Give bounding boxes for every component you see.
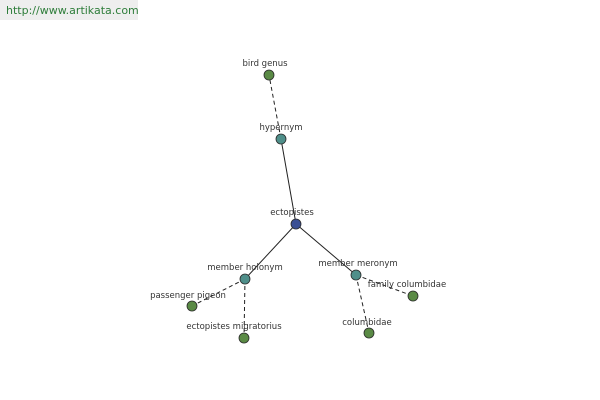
edge-member-holonym-to-passenger-pigeon bbox=[191, 278, 246, 307]
node-member-meronym[interactable] bbox=[350, 269, 362, 281]
graph-labels: ectopistes hypernym bird genus member holon… bbox=[150, 59, 446, 332]
graph-edges bbox=[191, 74, 414, 339]
edge-member-meronym-to-columbidae bbox=[355, 274, 370, 334]
node-label-passenger-pigeon[interactable]: passenger pigeon bbox=[150, 291, 226, 301]
edge-member-meronym-to-family-columbidae bbox=[355, 274, 414, 297]
node-label-bird-genus[interactable]: bird genus bbox=[242, 59, 288, 69]
edge-hypernym-to-bird-genus bbox=[268, 74, 282, 140]
node-label-ectopistes-migratorius[interactable]: ectopistes migratorius bbox=[186, 322, 282, 332]
node-bird-genus[interactable] bbox=[263, 69, 275, 81]
node-label-family-columbidae[interactable]: family columbidae bbox=[368, 280, 446, 290]
node-member-holonym[interactable] bbox=[239, 273, 251, 285]
node-label-columbidae[interactable]: columbidae bbox=[342, 318, 392, 328]
node-ectopistes[interactable] bbox=[290, 218, 302, 230]
edge-ectopistes-to-member-meronym bbox=[295, 223, 357, 276]
graph-nodes bbox=[186, 69, 419, 344]
node-label-ectopistes[interactable]: ectopistes bbox=[270, 208, 314, 218]
node-hypernym[interactable] bbox=[275, 133, 287, 145]
edge-ectopistes-to-member-holonym bbox=[244, 223, 297, 280]
node-passenger-pigeon[interactable] bbox=[186, 300, 198, 312]
node-label-hypernym[interactable]: hypernym bbox=[259, 123, 302, 133]
node-label-member-holonym[interactable]: member holonym bbox=[207, 263, 282, 273]
edge-member-holonym-to-ectopistes-migratorius bbox=[243, 278, 246, 339]
node-ectopistes-migratorius[interactable] bbox=[238, 332, 250, 344]
site-url-link[interactable]: http://www.artikata.com bbox=[0, 0, 139, 20]
node-label-member-meronym[interactable]: member meronym bbox=[318, 259, 397, 269]
edge-ectopistes-to-hypernym bbox=[280, 138, 297, 225]
node-family-columbidae[interactable] bbox=[407, 290, 419, 302]
node-columbidae[interactable] bbox=[363, 327, 375, 339]
